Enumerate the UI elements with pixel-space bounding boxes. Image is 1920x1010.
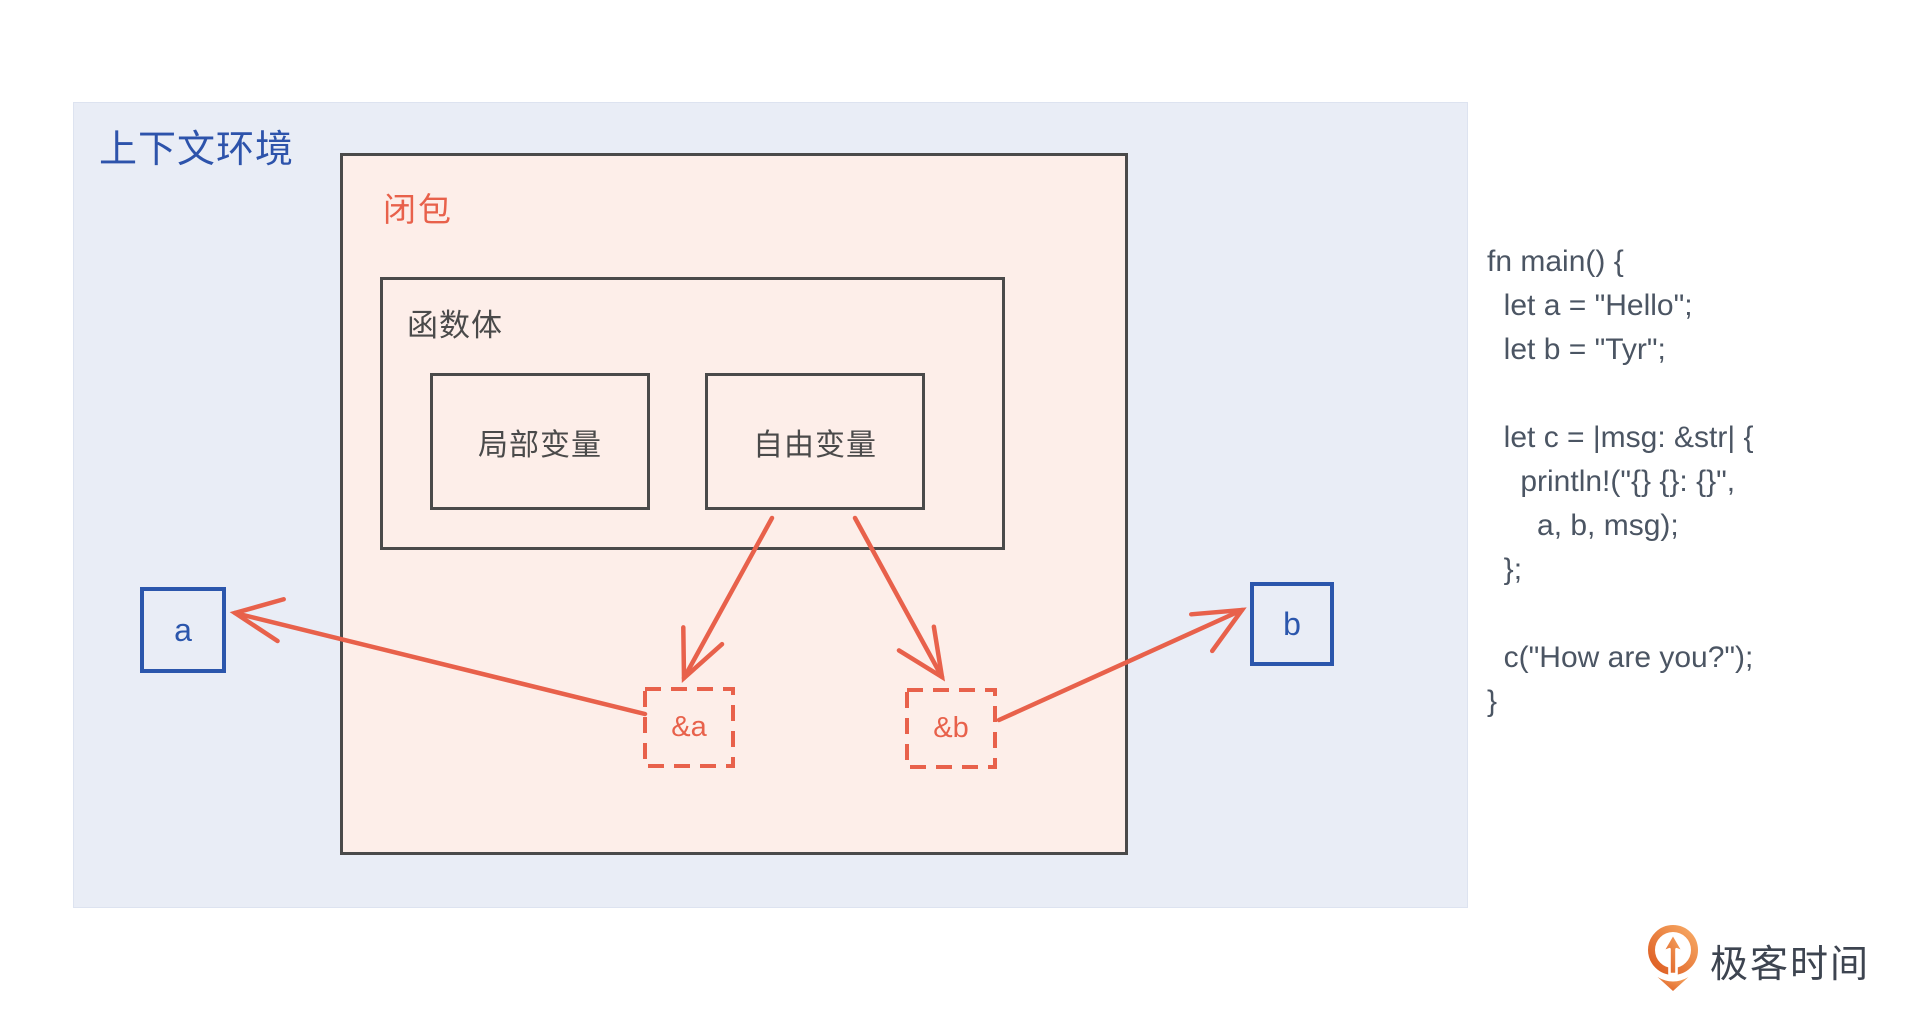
free-variable-box: 自由变量 bbox=[705, 373, 925, 510]
variable-b-box: b bbox=[1250, 582, 1334, 666]
ref-a-label: &a bbox=[671, 710, 707, 743]
variable-a-box: a bbox=[140, 587, 226, 673]
geektime-logo-icon bbox=[1648, 925, 1698, 991]
variable-b-label: b bbox=[1283, 605, 1301, 642]
geektime-logo: 极客时间 bbox=[1644, 922, 1870, 992]
function-body-label: 函数体 bbox=[407, 308, 503, 343]
free-variable-label: 自由变量 bbox=[753, 428, 877, 462]
code-block: fn main() { let a = "Hello"; let b = "Ty… bbox=[1487, 245, 1754, 718]
closure-label: 闭包 bbox=[383, 191, 453, 228]
variable-a-label: a bbox=[174, 611, 192, 648]
local-variable-box: 局部变量 bbox=[430, 373, 650, 510]
context-environment-label: 上下文环境 bbox=[99, 129, 295, 171]
ref-b-label: &b bbox=[933, 711, 969, 744]
local-variable-label: 局部变量 bbox=[478, 428, 602, 462]
geektime-logo-text: 极客时间 bbox=[1710, 943, 1871, 986]
